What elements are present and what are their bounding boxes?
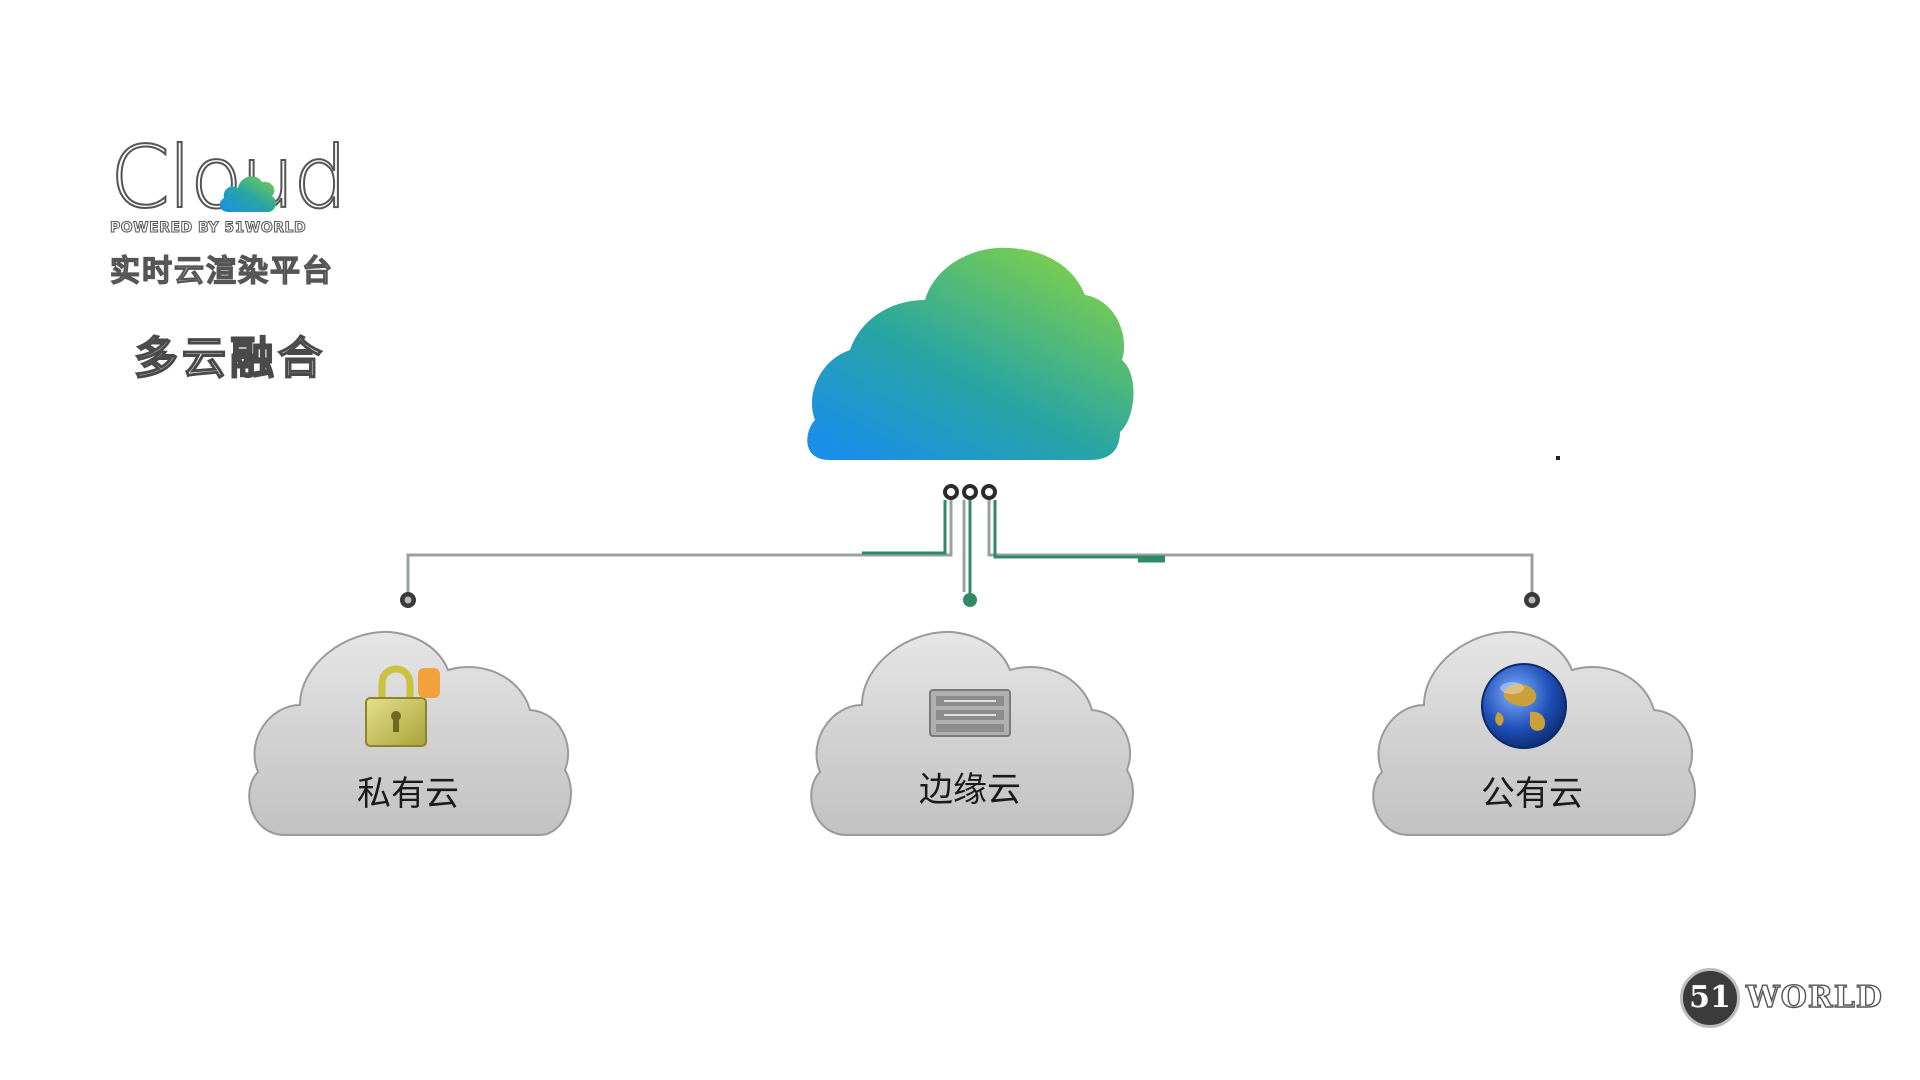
corner-logo: 51 WORLD [1680, 968, 1883, 1032]
padlock-icon [365, 665, 440, 747]
brand-cloud-icon [219, 176, 276, 212]
logo-word: WORLD [1745, 979, 1883, 1015]
globe-icon [1481, 663, 1567, 749]
connector-ports [943, 484, 997, 500]
brand-powered-by: POWERED BY 51WORLD [110, 220, 307, 237]
logo-number: 51 [1689, 980, 1731, 1015]
brand-wordmark: Cloud [109, 134, 380, 222]
brand-logo: Cloud POWERED BY 51WORLD 实时云渲染平台 [109, 134, 380, 290]
section-title: 多云融合 [133, 332, 326, 385]
central-cloud-icon [807, 247, 1134, 460]
brand-subtitle: 实时云渲染平台 [109, 253, 334, 289]
stray-dot [1556, 456, 1560, 460]
node-label-edge: 边缘云 [919, 770, 1021, 810]
node-label-private: 私有云 [357, 774, 459, 814]
logo-circle [1680, 968, 1740, 1028]
server-rack-icon [929, 689, 1011, 737]
connector-endpoints [400, 592, 1540, 608]
connector-lines [406, 500, 1534, 596]
node-label-public: 公有云 [1481, 774, 1583, 814]
